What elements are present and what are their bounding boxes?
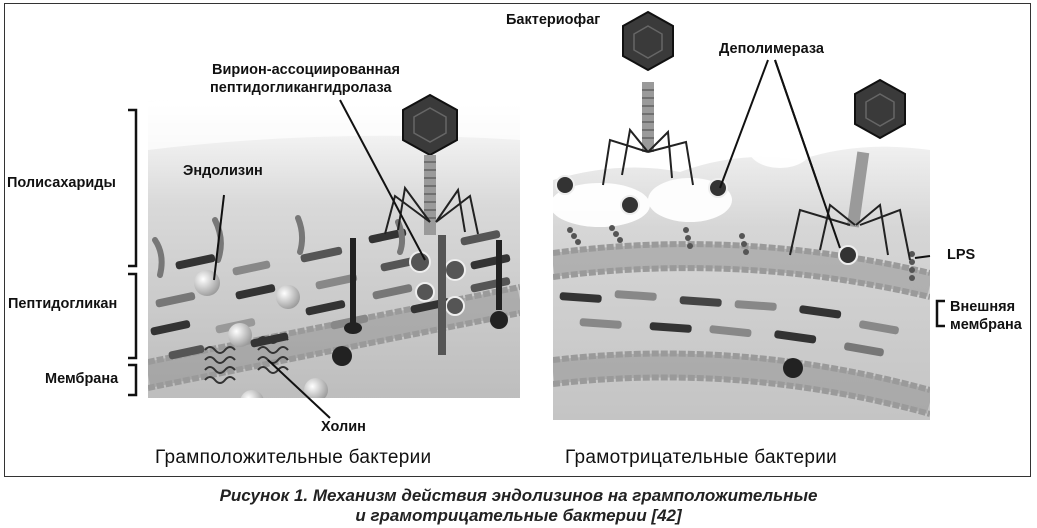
peptidoglycan-layer <box>559 290 899 357</box>
figure-caption-line2: и грамотрицательные бактерии [42] <box>355 506 682 525</box>
layer-brackets <box>128 108 945 397</box>
label-outer-membrane-line1: Внешняя <box>950 299 1016 315</box>
label-virion-line1: Вирион-ассоциированная <box>212 62 400 78</box>
panel-title-gram-negative: Грамотрицательные бактерии <box>565 447 838 468</box>
panel-title-gram-positive: Грамположительные бактерии <box>155 447 432 468</box>
lps-chains <box>567 225 915 281</box>
bacteriophage-left <box>339 93 479 355</box>
bacteriophage-right-1 <box>602 10 694 186</box>
label-holin: Холин <box>321 419 366 435</box>
holin-channels <box>204 336 289 384</box>
label-peptidoglycan: Пептидогликан <box>8 296 118 312</box>
label-endolysin: Эндолизин <box>183 163 263 179</box>
label-bacteriophage: Бактериофаг <box>506 12 601 28</box>
endolysin-molecules <box>194 270 328 398</box>
label-depolymerase: Деполимераза <box>719 41 824 57</box>
label-polysaccharides: Полисахариды <box>7 175 116 191</box>
figure-frame <box>4 3 1031 477</box>
bacteriophage-right-2 <box>789 78 911 261</box>
inner-membrane-bilayer <box>553 350 930 417</box>
label-lps: LPS <box>947 247 976 263</box>
label-outer-membrane-line2: мембрана <box>950 317 1022 333</box>
gram-positive-cell-wall <box>148 100 520 398</box>
figure-caption-line1: Рисунок 1. Механизм действия эндолизинов… <box>219 486 818 505</box>
depolymerase-molecules <box>555 175 858 265</box>
label-membrane: Мембрана <box>45 371 119 387</box>
label-pointers <box>213 59 931 419</box>
label-virion-line2: пептидогликангидролаза <box>210 80 392 96</box>
outer-membrane-bilayer <box>553 241 930 300</box>
gram-negative-cell-wall <box>553 100 930 420</box>
membrane-proteins <box>332 238 508 366</box>
